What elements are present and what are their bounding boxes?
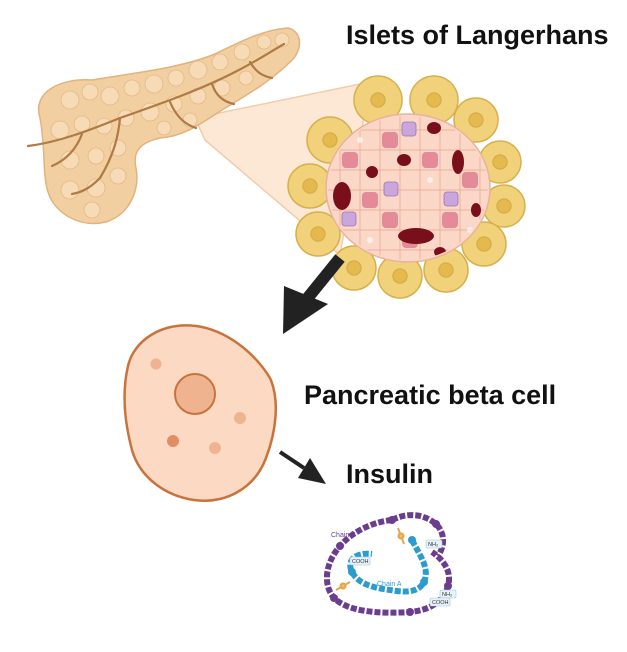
nh2-label-a: NH₂ (442, 592, 452, 598)
insulin-label: Insulin (346, 459, 433, 489)
islets-label: Islets of Langerhans (346, 20, 609, 50)
insulin-molecule-illustration: Chain B Chain A NH₂ COOH NH₂ COOH (323, 512, 457, 616)
arrow-icon (278, 450, 326, 484)
chain-b-label: Chain B (331, 532, 356, 539)
nh2-label-b: NH₂ (428, 542, 438, 548)
cooh-label-b: COOH (432, 600, 449, 606)
chain-a-label: Chain A (377, 581, 402, 588)
beta-cell-illustration (123, 324, 278, 502)
beta-cell-label: Pancreatic beta cell (304, 380, 557, 410)
arrow-icon (283, 254, 345, 334)
pancreas-illustration (26, 27, 301, 225)
islet-illustration (287, 75, 526, 299)
cooh-label-a: COOH (352, 559, 369, 565)
